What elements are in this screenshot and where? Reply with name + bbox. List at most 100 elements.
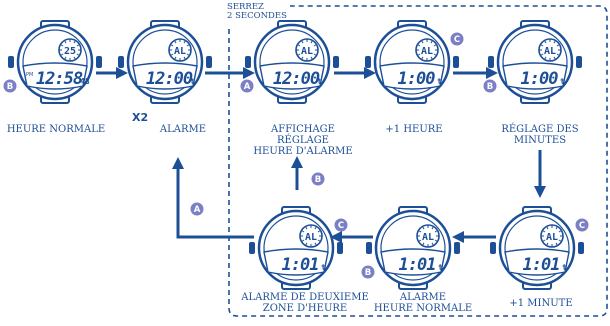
- watch-side-button-right: [96, 56, 102, 68]
- subdial-tick: [297, 53, 301, 56]
- button-letter: C: [338, 221, 344, 231]
- time-display: 1:00: [521, 69, 559, 89]
- time-display: 12:58: [36, 69, 83, 89]
- digital-window: [263, 248, 329, 276]
- subdial-tick: [434, 239, 438, 242]
- seconds-display: t: [560, 77, 565, 86]
- subdial-tick: [542, 230, 546, 233]
- subdial-value: 25: [64, 46, 76, 57]
- watch-bezel: [380, 215, 446, 281]
- label-plus-1-minute: +1 MINUTE: [509, 298, 572, 309]
- subdial-tick: [297, 44, 301, 47]
- subdial-tick: [556, 53, 560, 56]
- press-twice-label: X2: [132, 111, 149, 124]
- label-alarme: ALARME: [160, 124, 206, 135]
- subdial-tick: [417, 53, 421, 56]
- subdial-tick: [310, 40, 313, 44]
- time-display: 1:01: [399, 255, 436, 275]
- watch-bezel: [22, 29, 88, 95]
- subdial-tick: [317, 239, 321, 242]
- seconds-display: t: [437, 77, 442, 86]
- watch-side-button-left: [118, 56, 124, 68]
- button-disc: [311, 172, 325, 186]
- arrow-w8-w2: [172, 157, 254, 239]
- subdial-tick: [183, 40, 186, 44]
- subdial-tick: [556, 44, 560, 47]
- time-display: 1:01: [282, 255, 319, 275]
- subdial-tick: [417, 44, 421, 47]
- label-line: +1 MINUTE: [509, 298, 573, 309]
- label-line: RÉGLAGE: [277, 135, 329, 146]
- watch-side-button-right: [333, 56, 339, 68]
- subdial-value: AL: [421, 46, 433, 57]
- subdial: [168, 38, 192, 62]
- subdial-tick: [421, 56, 424, 60]
- watch-side-button-right: [337, 242, 343, 254]
- subdial-tick: [60, 44, 64, 47]
- label-line: ALARME: [399, 292, 447, 303]
- button-disc: [361, 265, 375, 279]
- subdial-tick: [555, 226, 558, 230]
- time-display: 1:00: [398, 69, 436, 89]
- subdial-tick: [183, 56, 186, 60]
- subdial: [416, 224, 440, 248]
- subdial-tick: [317, 230, 321, 233]
- digital-window: [259, 62, 325, 90]
- subdial-tick: [301, 239, 305, 242]
- subdial-tick: [313, 53, 317, 56]
- label-line: HEURE NORMALE: [373, 303, 473, 314]
- subdial-value: AL: [422, 232, 434, 243]
- subdial-tick: [174, 40, 177, 44]
- subdial-tick: [546, 226, 549, 230]
- subdial: [538, 38, 562, 62]
- label-line: RÉGLAGE DES: [501, 124, 579, 135]
- button-a: A: [240, 79, 254, 93]
- watch-side-button-left: [8, 56, 14, 68]
- hold-zone-frame: [228, 5, 608, 317]
- subdial-tick: [60, 53, 64, 56]
- button-c: C: [450, 32, 464, 46]
- label-line: ZONE D'HEURE: [262, 303, 348, 314]
- subdial-tick: [73, 40, 76, 44]
- button-letter: A: [194, 205, 201, 215]
- subdial-value: AL: [305, 232, 317, 243]
- subdial-tick: [305, 242, 308, 246]
- subdial-tick: [174, 56, 177, 60]
- label-reglage-minutes: RÉGLAGE DES MINUTES: [501, 124, 578, 146]
- button-letter: A: [244, 82, 251, 92]
- subdial-tick: [186, 44, 190, 47]
- subdial-tick: [555, 242, 558, 246]
- time-display: 12:00: [273, 69, 320, 89]
- watch-bezel: [259, 29, 325, 95]
- subdial-tick: [434, 230, 438, 233]
- subdial-tick: [314, 226, 317, 230]
- subdial-tick: [186, 53, 190, 56]
- subdial-tick: [433, 44, 437, 47]
- subdial-tick: [431, 242, 434, 246]
- subdial-tick: [430, 56, 433, 60]
- watch-bezel: [502, 29, 568, 95]
- watch-bezel: [132, 29, 198, 95]
- subdial-tick: [76, 44, 80, 47]
- watch-side-button-right: [206, 56, 212, 68]
- subdial-tick: [170, 44, 174, 47]
- button-disc: [450, 32, 464, 46]
- seconds-display: t: [190, 77, 195, 86]
- subdial-tick: [422, 226, 425, 230]
- subdial-value: AL: [546, 232, 558, 243]
- subdial-tick: [433, 53, 437, 56]
- time-display: 12:00: [146, 69, 193, 89]
- subdial-tick: [418, 230, 422, 233]
- watch-side-button-right: [578, 242, 584, 254]
- subdial: [299, 224, 323, 248]
- subdial-value: AL: [544, 46, 556, 57]
- watch-bezel: [504, 215, 570, 281]
- label-line: ALARME: [159, 124, 207, 135]
- subdial-tick: [301, 40, 304, 44]
- button-disc: [190, 202, 204, 216]
- subdial-tick: [310, 56, 313, 60]
